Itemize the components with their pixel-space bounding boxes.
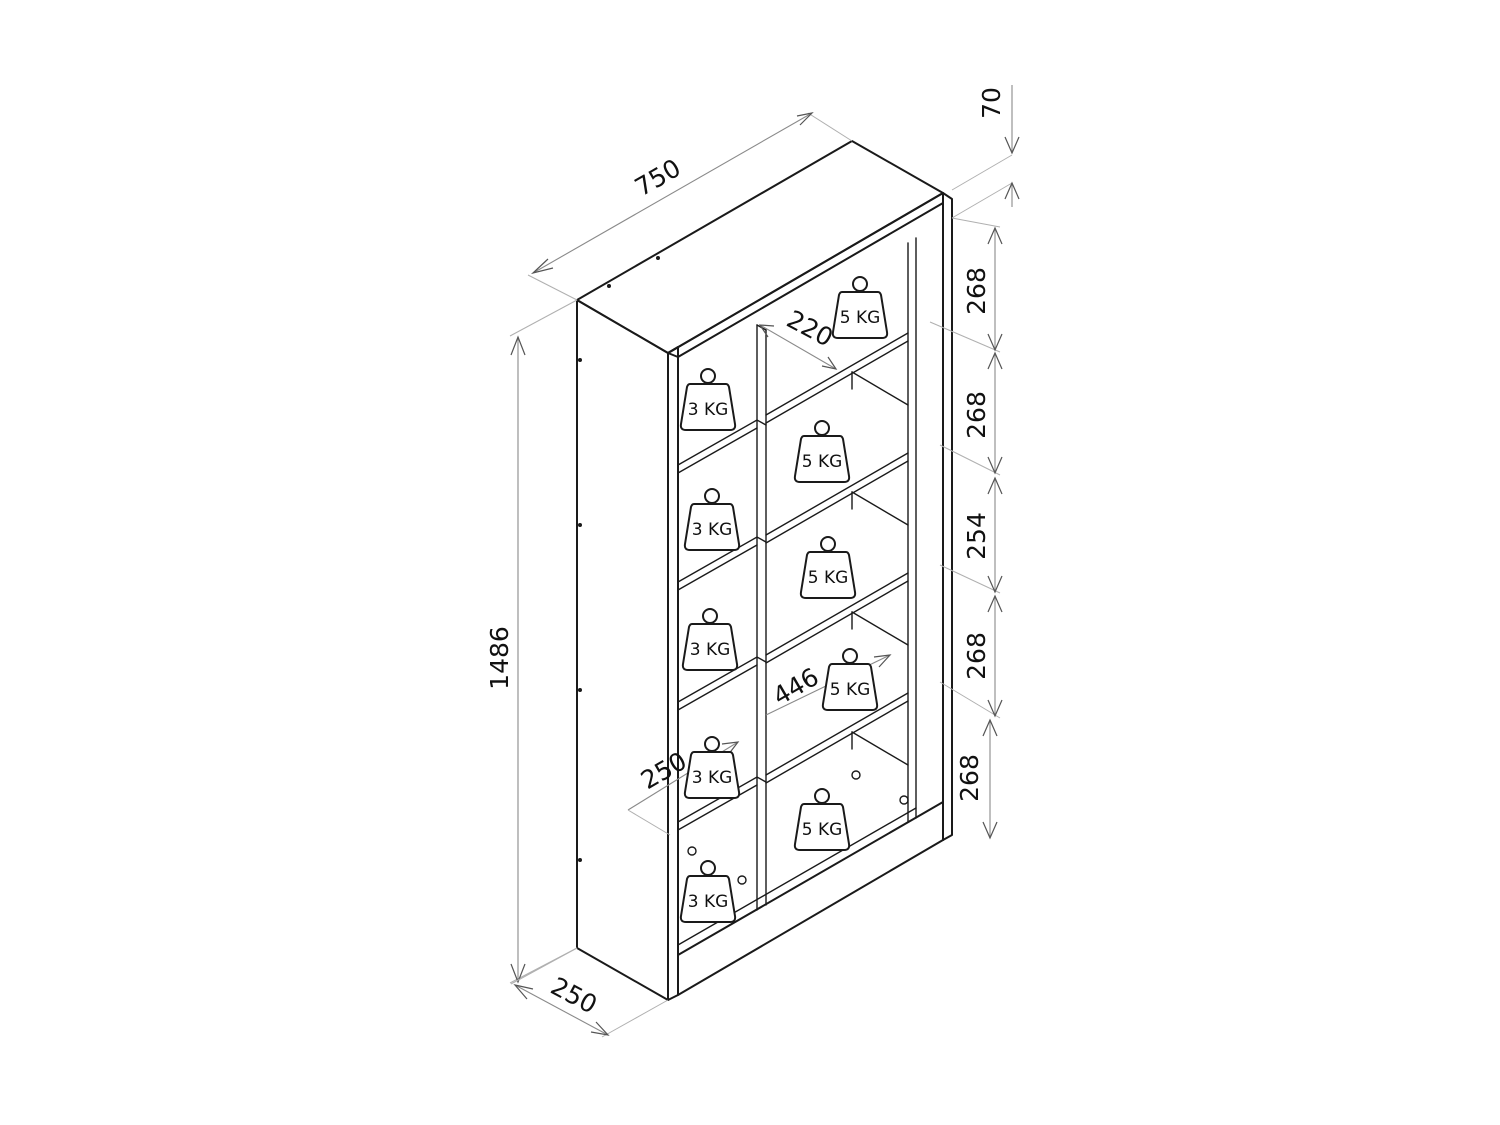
top-panel [576,140,944,354]
load-label-right-2: 5 KG [802,452,843,472]
dim-plinth-top: 70 [977,87,1006,119]
cabinet-body [576,140,953,1001]
load-weights-left: 3 KG 3 KG 3 KG 3 KG 3 KG [679,368,741,923]
load-label-right-3: 5 KG [808,568,849,588]
dimension-lines [509,85,1020,1038]
dim-height-total: 1486 [485,626,514,690]
load-label-left-2: 3 KG [692,520,733,540]
weight-icon: 3 KG [679,368,737,431]
dim-inner-depth: 220 [782,304,838,352]
dim-shelf-height-5: 268 [955,754,984,802]
weight-icon: 3 KG [681,608,739,671]
right-shelves [765,332,909,784]
bottom-plinth [677,801,944,996]
load-label-right-1: 5 KG [840,308,881,328]
weight-icon: 5 KG [793,788,851,851]
weight-icon: 3 KG [683,488,741,551]
dim-shelf-height-4: 268 [962,632,991,680]
dim-depth-bottom: 250 [546,971,602,1019]
weight-icon: 5 KG [821,648,879,711]
load-label-right-5: 5 KG [802,820,843,840]
weight-icon: 3 KG [683,736,741,799]
dim-shelf-height-3: 254 [962,512,991,560]
load-label-left-3: 3 KG [690,640,731,660]
weight-icon: 5 KG [793,420,851,483]
load-label-left-1: 3 KG [688,400,729,420]
left-side-panel [576,299,669,1001]
dim-shelf-height-2: 268 [962,391,991,439]
weight-icon: 3 KG [679,860,737,923]
left-front-edge [667,346,679,1001]
load-label-right-4: 5 KG [830,680,871,700]
load-label-left-5: 3 KG [688,892,729,912]
left-shelves [677,419,767,831]
dim-inner-width: 446 [768,662,824,711]
dim-shelf-height-1: 268 [962,267,991,315]
dim-width-top: 750 [630,153,686,202]
weight-icon: 5 KG [799,536,857,599]
weight-icon: 5 KG [831,276,889,339]
right-front-edge [942,192,953,841]
load-label-left-4: 3 KG [692,768,733,788]
load-weights-right: 5 KG 5 KG 5 KG 5 KG 5 KG [793,276,889,851]
